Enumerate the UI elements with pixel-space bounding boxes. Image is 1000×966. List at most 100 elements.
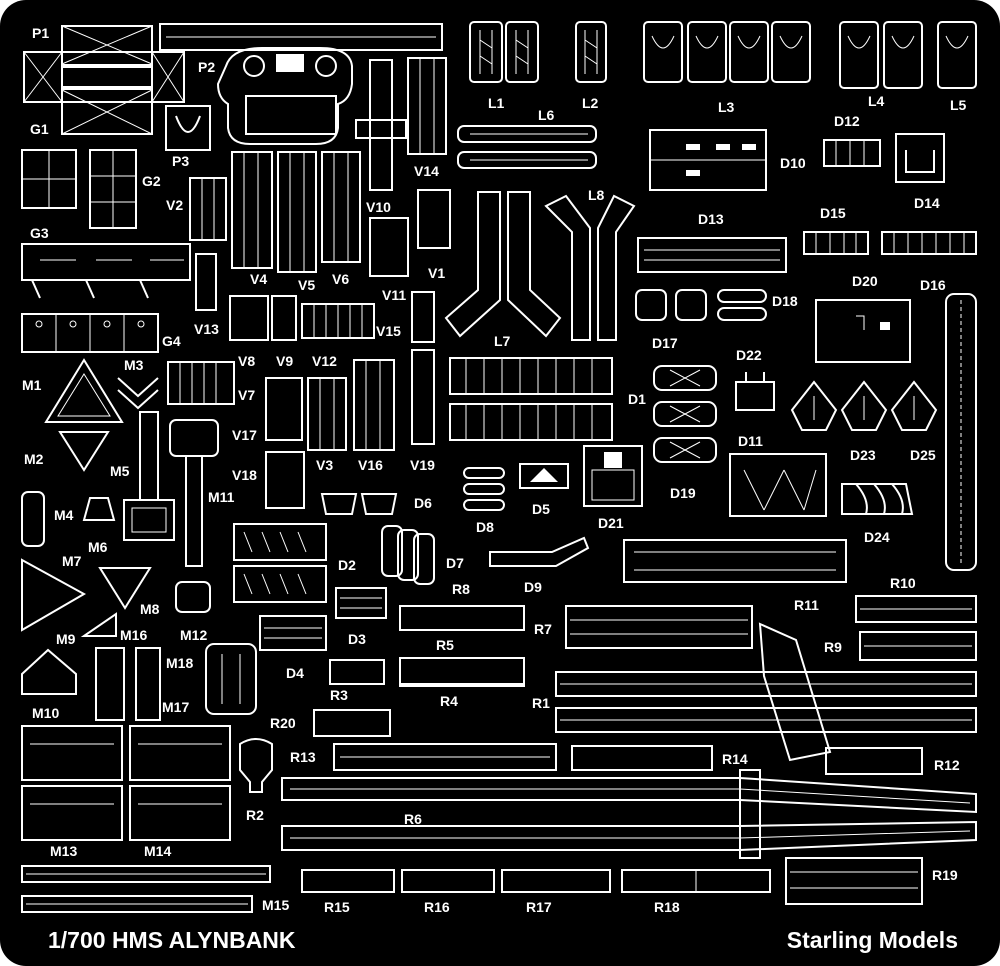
- part-d20: [815, 299, 911, 363]
- label-d18: D18: [772, 293, 798, 309]
- label-v14: V14: [414, 163, 439, 179]
- part-r1: [555, 622, 977, 762]
- part-m14: [129, 725, 231, 841]
- part-v1: [417, 189, 451, 249]
- part-m16: [95, 647, 125, 721]
- label-v6: V6: [332, 271, 349, 287]
- part-r4: [399, 657, 525, 687]
- part-d7: [381, 525, 435, 585]
- label-r7: R7: [534, 621, 552, 637]
- part-r9: [859, 631, 977, 661]
- label-r20: R20: [270, 715, 296, 731]
- part-l5: [937, 21, 977, 89]
- part-r3: [329, 659, 385, 685]
- label-d17: D17: [652, 335, 678, 351]
- label-m11: M11: [208, 489, 235, 505]
- part-g1: [21, 149, 77, 209]
- part-v11: [369, 217, 409, 277]
- label-d2: D2: [338, 557, 356, 573]
- part-d11: [729, 453, 827, 517]
- part-m13: [21, 725, 123, 841]
- part-r10: [855, 595, 977, 623]
- label-d20: D20: [852, 273, 878, 289]
- label-d4: D4: [286, 665, 304, 681]
- part-m10: [21, 648, 77, 695]
- part-d5: [519, 463, 569, 489]
- part-d13: [637, 237, 787, 273]
- part-d14: [895, 133, 945, 183]
- label-v18: V18: [232, 467, 257, 483]
- part-m9: [80, 612, 117, 637]
- label-m15: M15: [262, 897, 289, 913]
- label-r12: R12: [934, 757, 960, 773]
- part-m17: [135, 647, 161, 721]
- part-d10: [649, 129, 767, 191]
- part-v18: [265, 451, 305, 509]
- label-m2: M2: [24, 451, 44, 467]
- part-v14: [407, 57, 447, 155]
- part-r18: [621, 869, 771, 893]
- part-v3: [307, 377, 347, 451]
- label-p1: P1: [32, 25, 49, 41]
- label-l5: L5: [950, 97, 967, 113]
- label-v8: V8: [238, 353, 255, 369]
- label-r4: R4: [440, 693, 458, 709]
- label-m8: M8: [140, 601, 160, 617]
- label-d1: D1: [628, 391, 646, 407]
- part-d12: [823, 139, 881, 167]
- part-v16: [353, 359, 395, 451]
- label-d24: D24: [864, 529, 890, 545]
- part-v15: [411, 291, 435, 343]
- label-r16: R16: [424, 899, 450, 915]
- part-v7: [167, 361, 235, 405]
- label-v7: V7: [238, 387, 255, 403]
- part-m5: [123, 411, 175, 541]
- part-d9: [489, 536, 590, 567]
- label-g3: G3: [30, 225, 49, 241]
- part-d8: [463, 467, 505, 511]
- caption-scale-title: 1/700 HMS ALYNBANK: [48, 927, 296, 953]
- part-g2: [89, 149, 137, 229]
- part-d17: [635, 289, 707, 321]
- part-d3: [335, 587, 387, 619]
- part-d2: [233, 523, 327, 603]
- label-m1: M1: [22, 377, 42, 393]
- label-v11: V11: [382, 287, 406, 303]
- label-d6: D6: [414, 495, 432, 511]
- part-m1: [44, 358, 124, 423]
- label-d7: D7: [446, 555, 464, 571]
- label-m12: M12: [180, 627, 207, 643]
- part-v8: [229, 295, 269, 341]
- part-m15: [21, 865, 271, 913]
- part-p1: [23, 25, 185, 135]
- label-d8: D8: [476, 519, 494, 535]
- label-d9: D9: [524, 579, 542, 595]
- part-r13: [333, 743, 557, 771]
- part-d19: [653, 365, 717, 463]
- part-r17: [501, 869, 611, 893]
- label-d10: D10: [780, 155, 806, 171]
- part-r15: [301, 869, 395, 893]
- label-l7: L7: [494, 333, 511, 349]
- label-v19: V19: [410, 457, 435, 473]
- label-v12: V12: [312, 353, 337, 369]
- part-r11: [623, 539, 847, 583]
- label-m9: M9: [56, 631, 76, 647]
- label-m17: M17: [162, 699, 189, 715]
- label-m5: M5: [110, 463, 130, 479]
- label-r19: R19: [932, 867, 958, 883]
- label-v10: V10: [366, 199, 391, 215]
- label-m10: M10: [32, 705, 59, 721]
- part-l1: [469, 21, 539, 83]
- part-g4: [21, 313, 159, 353]
- part-r16: [401, 869, 495, 893]
- part-m7: [21, 558, 87, 632]
- label-l1: L1: [488, 95, 505, 111]
- label-v15: V15: [376, 323, 401, 339]
- part-r7: [565, 605, 753, 649]
- part-d16: [881, 231, 977, 255]
- part-d21: [583, 445, 643, 507]
- label-l4: L4: [868, 93, 885, 109]
- part-r6: [281, 769, 977, 859]
- part-v10: [355, 59, 407, 191]
